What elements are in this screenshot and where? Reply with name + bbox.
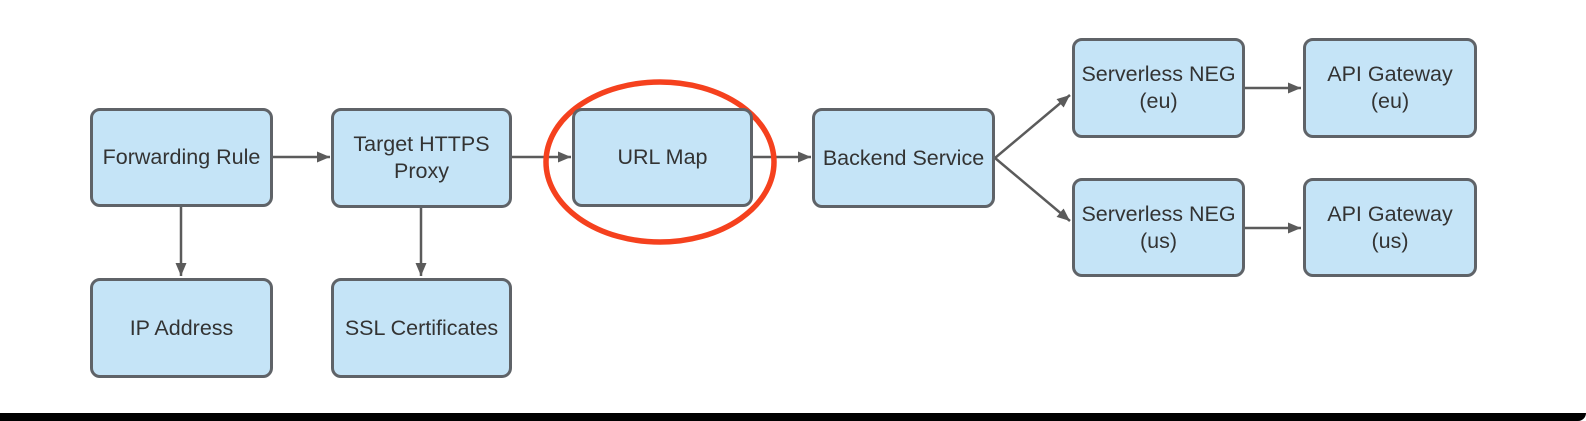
node-serverless-neg-eu-label: Serverless NEG (eu): [1081, 62, 1236, 113]
node-target-https-proxy-label: Target HTTPS Proxy: [353, 132, 490, 183]
node-serverless-neg-us[interactable]: Serverless NEG (us): [1072, 178, 1245, 277]
edge-backend-service-to-serverless-neg-eu: [994, 94, 1071, 159]
node-url-map-label: URL Map: [617, 145, 708, 170]
node-backend-service-label: Backend Service: [822, 145, 985, 170]
node-serverless-neg-us-label: Serverless NEG (us): [1081, 201, 1236, 253]
node-api-gateway-us[interactable]: API Gateway (us): [1303, 178, 1477, 277]
node-forwarding-rule-label: Forwarding Rule: [102, 145, 261, 170]
node-api-gateway-eu-label: API Gateway (eu): [1327, 62, 1453, 113]
node-backend-service[interactable]: Backend Service: [812, 108, 995, 208]
window-bottom-edge: [0, 413, 1586, 421]
node-api-gateway-eu[interactable]: API Gateway (eu): [1303, 38, 1477, 138]
node-ip-address-label: IP Address: [129, 315, 234, 340]
node-url-map[interactable]: URL Map: [572, 108, 753, 207]
node-serverless-neg-eu[interactable]: Serverless NEG (eu): [1072, 38, 1245, 138]
node-api-gateway-us-label: API Gateway (us): [1327, 201, 1453, 253]
node-ssl-certificates-label: SSL Certificates: [344, 315, 499, 340]
node-forwarding-rule[interactable]: Forwarding Rule: [90, 108, 273, 207]
edge-backend-service-to-serverless-neg-us: [994, 157, 1071, 222]
node-target-https-proxy[interactable]: Target HTTPS Proxy: [331, 108, 512, 208]
node-ip-address[interactable]: IP Address: [90, 278, 273, 378]
node-ssl-certificates[interactable]: SSL Certificates: [331, 278, 512, 378]
